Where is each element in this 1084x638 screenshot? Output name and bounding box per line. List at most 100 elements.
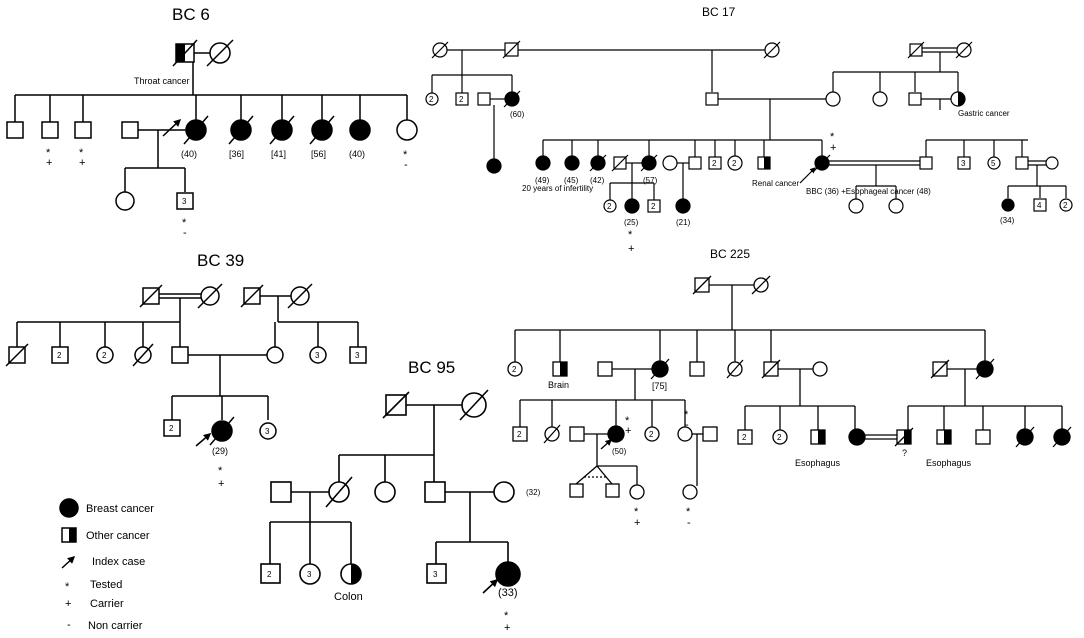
bc17-renal: Renal cancer: [752, 179, 799, 188]
legend-carrier-label: Carrier: [90, 598, 124, 610]
svg-text:+: +: [625, 425, 631, 437]
svg-text:*: *: [46, 147, 51, 159]
svg-text:2: 2: [651, 202, 656, 211]
bc6-title: BC 6: [172, 5, 210, 24]
svg-text:-: -: [183, 227, 187, 239]
pedigree-bc6: BC 6 Throat cancer: [6, 5, 418, 239]
svg-text:2: 2: [57, 351, 62, 360]
bc225-age-50: (50): [612, 447, 627, 456]
legend-index-arrow: [61, 555, 76, 569]
bc6-age-3: [41]: [271, 149, 286, 159]
svg-text:+: +: [830, 142, 836, 154]
svg-text:*: *: [684, 409, 689, 421]
svg-text:(45): (45): [564, 176, 579, 185]
bc225-title: BC 225: [710, 247, 750, 261]
svg-text:*: *: [686, 506, 691, 518]
svg-text:-: -: [404, 159, 408, 171]
pedigree-bc95: BC 95 (32) 2 3 Colon 3: [260, 358, 541, 634]
svg-text:2: 2: [429, 95, 434, 104]
bc95-age-a: (32): [526, 488, 541, 497]
svg-text:3: 3: [265, 427, 270, 436]
bc17-infertility: 20 years of infertility: [522, 184, 593, 193]
bc225-age-75: [75]: [652, 381, 667, 391]
bc6-age-5: (40): [349, 149, 365, 159]
svg-text:3: 3: [355, 351, 360, 360]
svg-text:2: 2: [102, 351, 107, 360]
bc17-gastric: Gastric cancer: [958, 109, 1010, 118]
bc225-esophagus-1: Esophagus: [795, 458, 841, 468]
svg-text:5: 5: [991, 159, 996, 168]
svg-text:(25): (25): [624, 218, 639, 227]
svg-text:-: -: [685, 419, 689, 431]
svg-text:(21): (21): [676, 218, 691, 227]
bc225-esophagus-2: Esophagus: [926, 458, 972, 468]
svg-text:+: +: [46, 157, 52, 169]
bc95-colon: Colon: [334, 591, 363, 603]
legend-index-label: Index case: [92, 556, 145, 568]
legend-breast-label: Breast cancer: [86, 503, 154, 515]
svg-text:(49): (49): [535, 176, 550, 185]
svg-text:2: 2: [459, 95, 464, 104]
bc6-age-1: (40): [181, 149, 197, 159]
svg-text:*: *: [218, 465, 223, 477]
svg-text:2: 2: [517, 430, 522, 439]
bc39-age: (29): [212, 446, 228, 456]
svg-text:*: *: [628, 229, 633, 241]
svg-text:(60): (60): [510, 110, 525, 119]
svg-text:*: *: [65, 581, 70, 593]
svg-text:-: -: [67, 619, 71, 631]
bc17-title: BC 17: [702, 5, 736, 19]
svg-text:4: 4: [1037, 201, 1042, 210]
svg-text:(34): (34): [1000, 216, 1015, 225]
svg-text:*: *: [403, 149, 408, 161]
bc6-age-4: [56]: [311, 149, 326, 159]
legend: Breast cancer Other cancer Index case * …: [59, 498, 154, 632]
svg-text:+: +: [218, 478, 224, 490]
pedigree-bc17: BC 17 2 2 (60): [425, 5, 1073, 255]
bc95-title: BC 95: [408, 358, 455, 377]
svg-text:3: 3: [182, 197, 187, 206]
svg-text:*: *: [625, 415, 630, 427]
svg-text:*: *: [182, 217, 187, 229]
bc6-age-2: [36]: [229, 149, 244, 159]
svg-text:(42): (42): [590, 176, 605, 185]
svg-text:3: 3: [315, 351, 320, 360]
legend-breast-symbol: [59, 498, 79, 518]
svg-text:2: 2: [169, 424, 174, 433]
legend-noncarrier-label: Non carrier: [88, 620, 143, 632]
svg-text:-: -: [687, 517, 691, 529]
svg-text:2: 2: [742, 433, 747, 442]
svg-text:2: 2: [732, 159, 737, 168]
svg-text:2: 2: [607, 202, 612, 211]
svg-text:2: 2: [1063, 201, 1068, 210]
pedigree-bc39: BC 39 2 2 3 3 2: [5, 251, 367, 490]
bc17-index-note: BBC (36) +Esophageal cancer (48): [806, 187, 931, 196]
svg-text:2: 2: [512, 365, 517, 374]
bc39-title: BC 39: [197, 251, 244, 270]
svg-text:2: 2: [267, 570, 272, 579]
bc225-brain: Brain: [548, 380, 569, 390]
svg-text:+: +: [634, 517, 640, 529]
svg-text:(57): (57): [643, 176, 658, 185]
svg-text:3: 3: [307, 570, 312, 579]
bc6-throat-label: Throat cancer: [134, 76, 190, 86]
svg-text:3: 3: [433, 570, 438, 579]
svg-text:+: +: [79, 157, 85, 169]
svg-text:2: 2: [777, 433, 782, 442]
svg-text:*: *: [79, 147, 84, 159]
svg-text:*: *: [634, 506, 639, 518]
svg-text:*: *: [830, 131, 835, 143]
legend-tested-label: Tested: [90, 579, 122, 591]
svg-text:3: 3: [961, 159, 966, 168]
bc225-question: ?: [902, 448, 907, 458]
svg-text:+: +: [65, 598, 71, 610]
legend-other-label: Other cancer: [86, 530, 150, 542]
svg-text:+: +: [628, 243, 634, 255]
pedigree-bc225: BC 225 2 Brain [75]: [507, 247, 1072, 529]
bc95-age-b: (33): [498, 587, 518, 599]
svg-text:2: 2: [649, 430, 654, 439]
svg-text:2: 2: [712, 159, 717, 168]
svg-text:*: *: [504, 610, 509, 622]
svg-text:+: +: [504, 622, 510, 634]
